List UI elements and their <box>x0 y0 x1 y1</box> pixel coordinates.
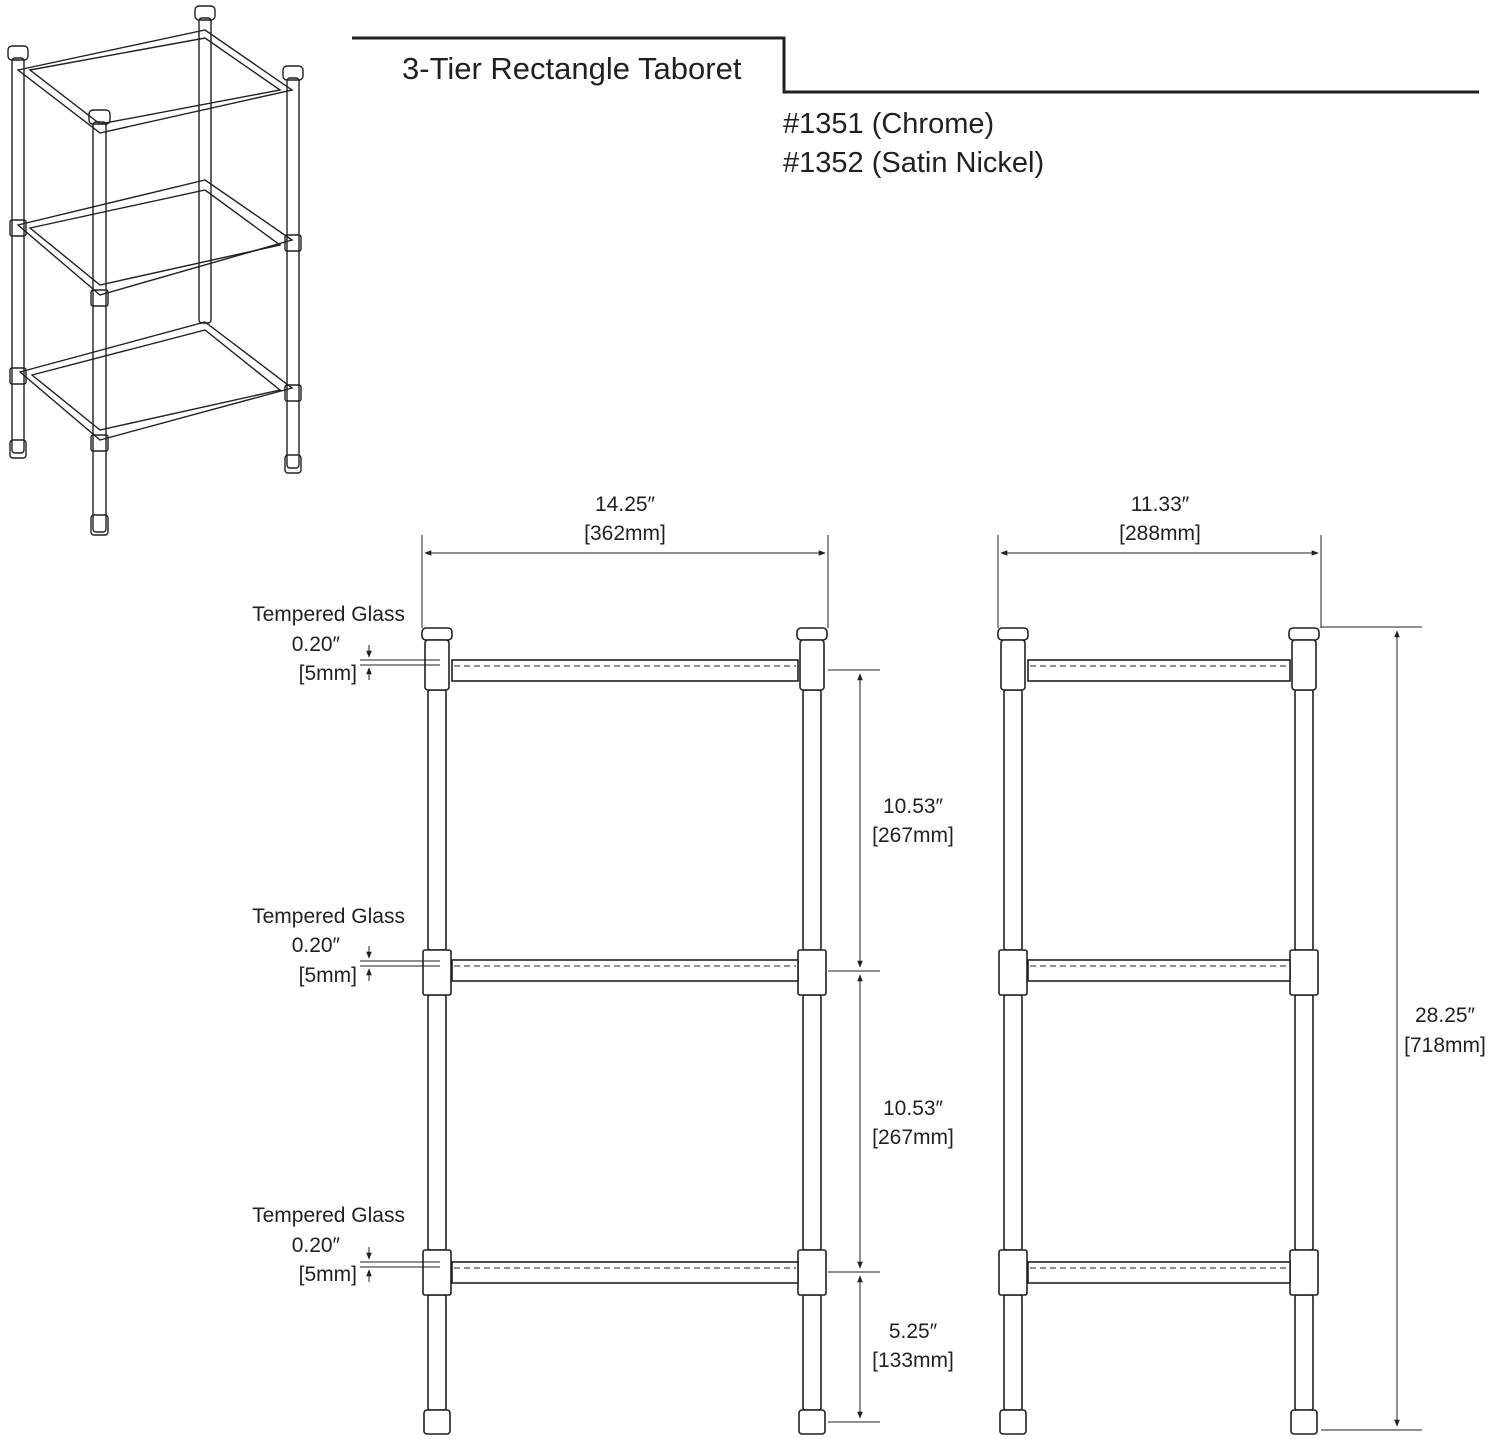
glass-label-bottom-name: Tempered Glass <box>252 1204 405 1227</box>
glass-label-bottom-mm: [5mm] <box>298 1263 357 1286</box>
glass-label-top-name: Tempered Glass <box>252 603 405 626</box>
bottom-clearance-mm: [133mm] <box>872 1349 954 1372</box>
glass-label-top-inches: 0.20″ <box>291 633 340 656</box>
bottom-clearance-inches: 5.25″ <box>888 1320 938 1343</box>
depth-mm: [288mm] <box>1119 522 1201 545</box>
isometric-sketch <box>7 5 304 536</box>
tier-middle-mm: [267mm] <box>872 1126 954 1149</box>
model-chrome: #1351 (Chrome) <box>783 108 995 140</box>
tier-top-mm: [267mm] <box>872 824 954 847</box>
height-mm: [718mm] <box>1404 1034 1486 1057</box>
width-mm: [362mm] <box>584 522 666 545</box>
glass-label-top-mm: [5mm] <box>298 662 357 685</box>
front-elevation <box>421 627 828 1435</box>
tier-top-inches: 10.53″ <box>883 795 943 818</box>
width-inches: 14.25″ <box>595 493 655 516</box>
page-title: 3-Tier Rectangle Taboret <box>402 51 742 86</box>
glass-label-bottom-inches: 0.20″ <box>291 1234 340 1257</box>
tier-middle-inches: 10.53″ <box>883 1097 943 1120</box>
dimension-lines <box>360 535 1422 1431</box>
side-glass-lines <box>1030 665 1288 1269</box>
title-rule <box>352 36 1479 94</box>
front-glass-lines <box>454 665 796 1269</box>
side-elevation <box>997 627 1320 1435</box>
glass-label-middle-mm: [5mm] <box>298 964 357 987</box>
depth-inches: 11.33″ <box>1130 493 1190 516</box>
glass-label-middle-inches: 0.20″ <box>291 934 340 957</box>
model-satin-nickel: #1352 (Satin Nickel) <box>783 147 1045 179</box>
glass-label-middle-name: Tempered Glass <box>252 905 405 928</box>
height-inches: 28.25″ <box>1415 1004 1475 1027</box>
